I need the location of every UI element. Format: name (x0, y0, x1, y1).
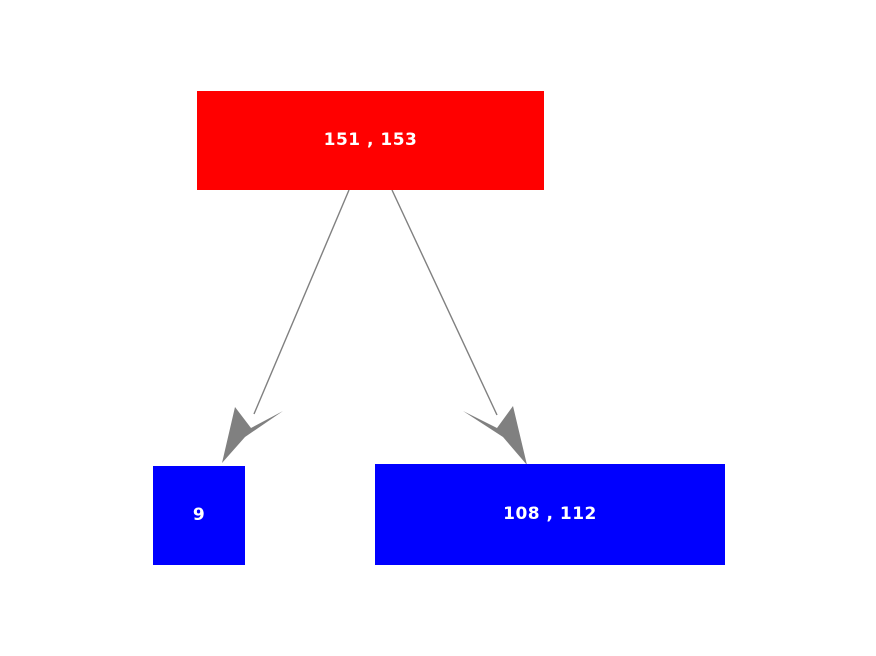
node-root-label: 151 , 153 (323, 130, 418, 150)
edge-root-to-right-child (391, 189, 527, 465)
node-root[interactable]: 151 , 153 (197, 91, 544, 190)
arrowhead-left-icon (222, 407, 283, 463)
edge-line-right (391, 189, 498, 416)
edge-line-left (253, 189, 350, 415)
edge-root-to-left-child (222, 189, 350, 463)
node-left-child[interactable]: 9 (153, 466, 245, 565)
node-left-child-label: 9 (192, 505, 206, 525)
node-right-child[interactable]: 108 , 112 (375, 464, 725, 565)
node-right-child-label: 108 , 112 (503, 504, 597, 524)
arrowhead-right-icon (463, 406, 527, 465)
